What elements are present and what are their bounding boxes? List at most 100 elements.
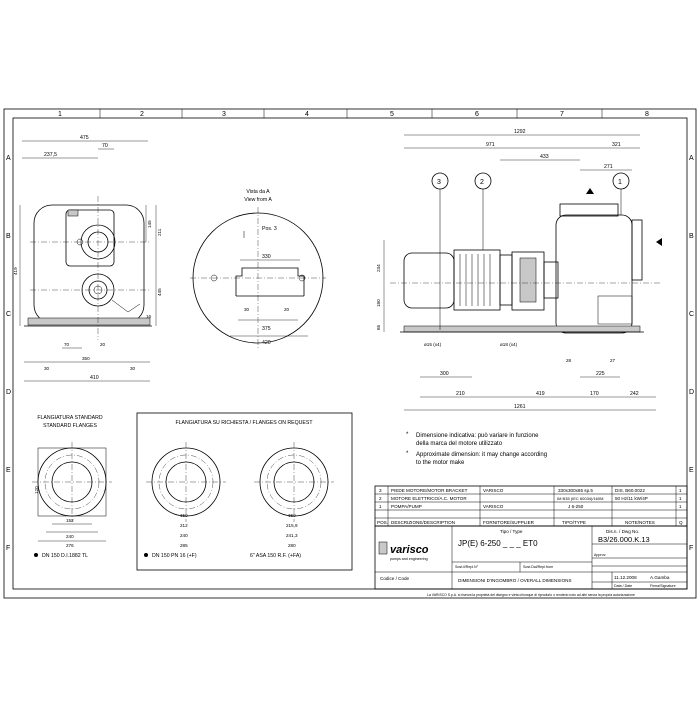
notes: * Dimensione indicativa: può variare in … (406, 432, 547, 466)
dis-label: Dis.n. / Dwg No. (606, 529, 639, 534)
parts-row-1-desc: POMPA/PUMP (391, 504, 422, 509)
parts-row-2-qty: 1 (679, 496, 682, 501)
std-flange-dim-276: 276 (66, 543, 74, 548)
brand-sub: pumps and engineering (390, 557, 428, 561)
grid-row-label: C (689, 311, 694, 318)
bullet-icon (144, 553, 148, 557)
varisco-logo-mark (378, 541, 388, 555)
parts-row-3-notes: DIS. B60.0022 (615, 488, 645, 493)
dim-211: 211 (157, 228, 162, 236)
view-a-dim-30: 30 (244, 307, 250, 312)
grid-col-label: 3 (222, 111, 226, 118)
tipo-value: JP(E) 6-250 _ _ _ ET0 (458, 539, 538, 548)
flanges-standard-title-it: FLANGIATURA STANDARD (37, 415, 102, 421)
note-asterisk-1: * (406, 432, 409, 438)
dim-1261: 1261 (514, 404, 526, 410)
parts-row-3-qty: 1 (679, 488, 682, 493)
dim-16: 16 (146, 314, 152, 319)
view-a-pos-label: Pos. 3 (262, 226, 277, 232)
title-description: DIMENSIONI D'INGOMBRO / OVERALL DIMENSIO… (458, 578, 572, 583)
std-flange-dim-240: 240 (66, 534, 74, 539)
dim-475: 475 (80, 135, 89, 141)
req-flange1-dim-3: 285 (180, 543, 188, 548)
dim-242: 242 (630, 391, 639, 397)
balloon-3: 3 (437, 179, 441, 186)
disclaimer: La VARISCO S.p.A. si riserva la propriet… (427, 593, 635, 597)
dim-300: 300 (440, 371, 449, 377)
parts-row-1-pos: 1 (379, 504, 382, 509)
dis-value: B3/26.000.K.13 (598, 535, 650, 544)
outer-frame (3, 108, 697, 599)
dim-234: 234 (376, 264, 381, 272)
sost-dal-label: Sost.Dal/Repl.from (523, 565, 553, 569)
arrow-up-icon (586, 188, 594, 194)
grid-rows-left: A B C D E F (6, 155, 11, 552)
signature-value: A.Gamba (650, 575, 670, 580)
parts-header-pos: POS. (377, 520, 388, 525)
grid-row-label: B (689, 233, 694, 240)
inner-frame (12, 117, 688, 590)
grid-row-label: D (689, 389, 694, 396)
req-flange1-label: DN 150 PN 16 (+F) (152, 553, 197, 559)
parts-row-2-type: IM B35 (IEC 60034)/160M (557, 496, 603, 501)
dim-145: 145 (147, 220, 152, 228)
approv-label: Approv. (594, 553, 606, 557)
std-flange-dim-152: 152 (66, 518, 74, 523)
dim-180: 180 (376, 299, 381, 307)
note-en-line2: to the motor make (416, 460, 465, 466)
brand-logo: varisco (390, 544, 429, 556)
dim-1292: 1292 (514, 129, 526, 135)
req-flange2-label: 6" ASA 150 R.F. (+FA) (250, 553, 301, 559)
view-a-dim-375: 375 (262, 326, 271, 332)
view-from-a: Vista da A View from A Pos. 3 330 30 20 … (190, 189, 326, 350)
grid-col-label: 2 (140, 111, 144, 118)
grid-col-label: 6 (475, 111, 479, 118)
grid-rows-right: A B C D E F (689, 155, 694, 552)
req-flange1-dim-1: 212 (180, 523, 188, 528)
grid-col-label: 7 (560, 111, 564, 118)
tipo-label: Tipo / Type (500, 529, 523, 534)
sost-label: Sost.il/Repl.N° (455, 565, 479, 569)
front-view: 475 70 237,5 145 211 419 445 16 70 20 30… (13, 135, 162, 382)
grid-row-label: D (6, 389, 11, 396)
note-asterisk-2: * (406, 451, 409, 457)
grid-row-label: A (6, 155, 11, 162)
note-it-line2: della marca del motore utilizzato (416, 441, 503, 447)
title-block: varisco pumps and engineering Tipo / Typ… (374, 525, 688, 590)
side-view: 3 2 1 1292 971 321 433 271 234 180 65 ø1… (376, 129, 662, 411)
parts-row-3-pos: 3 (379, 488, 382, 493)
dim-27: 27 (610, 358, 616, 363)
dim-350: 350 (82, 356, 90, 361)
dim-445: 445 (157, 288, 162, 296)
dim-225: 225 (596, 371, 605, 377)
req-flange2-dim-0: 150 (288, 513, 296, 518)
dim-65: 65 (376, 324, 381, 330)
grid-col-label: 8 (645, 111, 649, 118)
req-flange2-dim-3: 280 (288, 543, 296, 548)
note-en-line1: Approximate dimension: it may change acc… (416, 452, 547, 458)
dim-170: 170 (590, 391, 599, 397)
parts-row-1-type: J 6-250 (568, 504, 584, 509)
balloon-2: 2 (480, 179, 484, 186)
parts-header-type: TIPO/TYPE (562, 520, 586, 525)
view-a-title-it: Vista da A (246, 189, 270, 195)
grid-row-label: C (6, 311, 11, 318)
dim-271: 271 (604, 164, 613, 170)
parts-header-qty: Q (679, 520, 683, 525)
req-flange2-dim-2: 241,3 (286, 533, 298, 538)
req-flange1-dim-0: 150 (180, 513, 188, 518)
dim-20: 20 (100, 342, 106, 347)
dim-70b: 70 (64, 342, 70, 347)
note-it-line1: Dimensione indicativa: può variare in fu… (416, 433, 539, 439)
flanges-standard: FLANGIATURA STANDARD STANDARD FLANGES 12… (32, 415, 112, 559)
grid-ticks-top (99, 109, 603, 118)
dim-28: 28 (566, 358, 572, 363)
dim-321: 321 (612, 142, 621, 148)
date-label: Data / Date (614, 584, 632, 588)
flanges-standard-title-en: STANDARD FLANGES (43, 423, 97, 429)
hole-15: ø15 (x4) (424, 342, 442, 347)
parts-row-1-supplier: VARISCO (483, 504, 504, 509)
arrow-a-icon (656, 238, 662, 246)
